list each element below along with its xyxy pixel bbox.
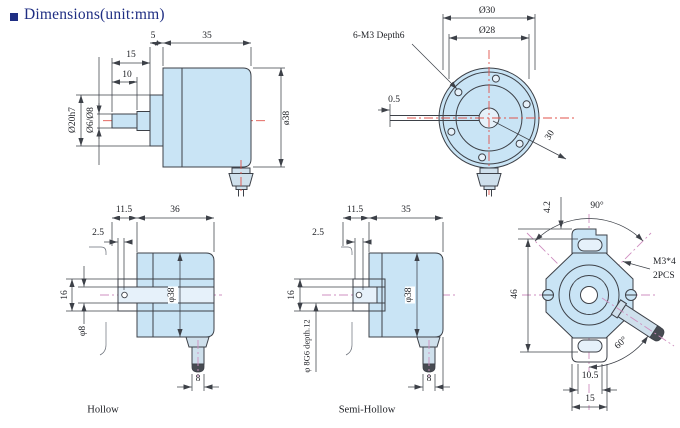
dim-shaft-step: 10	[121, 70, 133, 81]
semi-hollow-view	[294, 215, 455, 391]
dim-hollow-body-dia: φ38	[167, 286, 178, 304]
page-title: Dimensions(unit:mm)	[24, 6, 165, 23]
note-screws-front: 6-M3 Depth6	[353, 31, 405, 42]
dim-hollow-body-length: 36	[169, 205, 181, 216]
dim-semi-hub-length: 11.5	[345, 205, 365, 216]
dim-flange-dia: Ø30	[477, 6, 497, 17]
rear-side-screws	[542, 289, 637, 301]
side-view-connector	[228, 160, 254, 197]
rear-top-slot	[577, 238, 603, 252]
dim-rear-ear-offset: 4.2	[543, 201, 554, 213]
dim-hollow-pin-offset: 2.5	[92, 228, 104, 239]
dim-semi-hub-dia: 16	[287, 289, 298, 301]
dim-rear-top-angle: 90°	[590, 201, 604, 212]
caption-semi-hollow: Semi-Hollow	[338, 404, 396, 416]
dim-shaft-length: 15	[125, 50, 137, 61]
hollow-dimension-lines	[66, 215, 219, 391]
note-rear-screws-1: M3*4	[653, 257, 676, 268]
front-view-dimension-lines	[378, 14, 567, 160]
semi-hollow-dimension-lines	[294, 215, 450, 391]
rear-dimension-lines	[518, 197, 651, 411]
dim-shaft-dia: Ø6/Ø8	[86, 106, 97, 134]
note-rear-screws-2: 2PCS	[653, 271, 675, 282]
dim-semi-body-length: 35	[400, 205, 412, 216]
dim-rear-mount-span: 46	[510, 288, 521, 300]
side-view-dimension-lines	[76, 40, 285, 168]
dim-shaft-protrusion: 0.5	[388, 95, 400, 106]
hollow-cable	[185, 336, 210, 377]
hollow-shaft-section	[117, 278, 215, 312]
front-view-connector	[476, 167, 502, 197]
dim-semi-body-dia: φ38	[404, 286, 415, 304]
dim-bolt-circle: Ø28	[477, 26, 497, 37]
side-view	[76, 40, 285, 197]
dim-hollow-cable-dia: 8	[195, 374, 201, 385]
caption-hollow: Hollow	[87, 404, 119, 416]
dim-rear-slot-width: 10.5	[580, 371, 600, 382]
rear-bottom-slot	[577, 339, 603, 353]
dim-hollow-hub-dia: 16	[60, 289, 71, 301]
front-view-bolt-holes	[447, 74, 531, 162]
front-view	[378, 14, 575, 197]
rear-view	[518, 197, 675, 411]
dim-boss-protrusion: 5	[149, 31, 157, 42]
dim-semi-pin-offset: 2.5	[312, 228, 324, 239]
dim-body-length: 35	[201, 31, 213, 42]
dim-hollow-bore-dia: φ8	[78, 325, 89, 337]
dim-body-dia: ø38	[282, 109, 293, 127]
dim-boss-dia: Ø20h7	[68, 106, 79, 134]
title-bullet-icon	[10, 13, 18, 21]
hollow-view	[66, 215, 222, 391]
dim-semi-cable-dia: 8	[426, 374, 432, 385]
dim-hollow-hub-length: 11.5	[114, 205, 134, 216]
dim-rear-ear-width: 15	[584, 394, 596, 405]
dim-semi-bore-note: φ 8G6 depth.12	[301, 319, 312, 373]
rear-hub-section	[569, 275, 609, 315]
semi-hollow-cable	[416, 336, 441, 377]
semi-hollow-shaft-section	[352, 278, 386, 312]
